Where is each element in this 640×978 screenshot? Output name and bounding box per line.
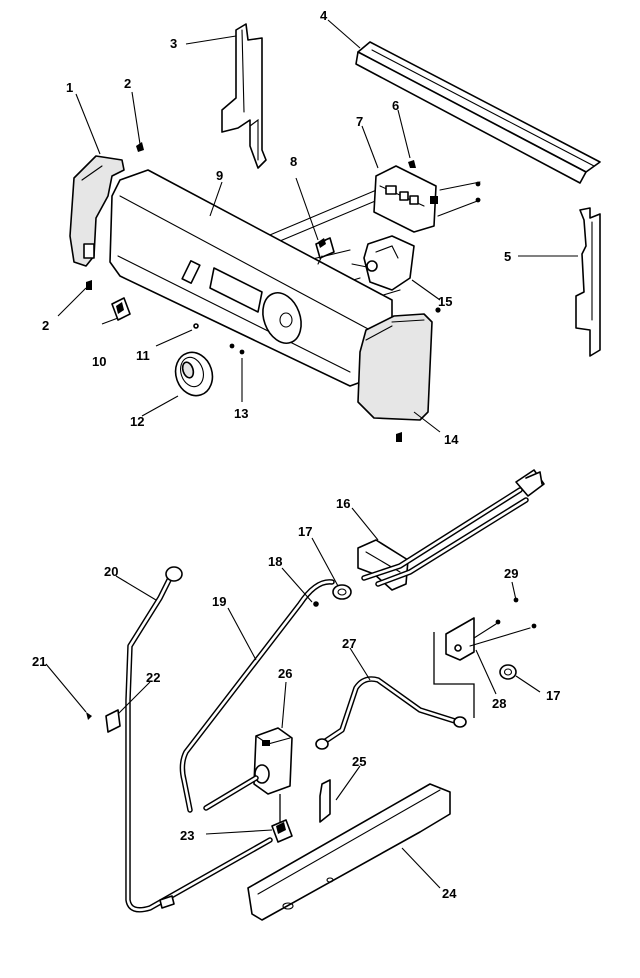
callout-19: 19 <box>212 594 226 609</box>
part-5-side-bracket <box>575 207 601 357</box>
part-15-thermostat <box>351 235 415 291</box>
callout-17-top: 17 <box>298 524 312 539</box>
callout-22: 22 <box>146 670 160 685</box>
callout-9: 9 <box>216 168 223 183</box>
callout-21: 21 <box>32 654 46 669</box>
callout-6: 6 <box>392 98 399 113</box>
callout-24: 24 <box>442 886 457 901</box>
part-24-bottom-bracket <box>247 783 451 921</box>
part-8-switch <box>315 237 335 265</box>
part-20-tube <box>125 566 273 913</box>
callout-8: 8 <box>290 154 297 169</box>
part-17-nut-lower <box>499 664 517 680</box>
gas-manifold-pipe <box>361 469 545 587</box>
part-9-backguard-panel <box>109 169 393 387</box>
callout-2-top: 2 <box>124 76 131 91</box>
part-28-bracket <box>433 617 531 718</box>
callout-15: 15 <box>438 294 452 309</box>
callout-20: 20 <box>104 564 118 579</box>
callout-23: 23 <box>180 828 194 843</box>
part-26-gas-valve <box>253 727 293 826</box>
part-12-knob <box>174 351 214 397</box>
callout-28: 28 <box>492 696 506 711</box>
part-22-clip <box>105 709 121 733</box>
part-25-bracket <box>319 779 331 823</box>
callout-5: 5 <box>504 249 511 264</box>
fasteners <box>86 142 537 720</box>
callout-18: 18 <box>268 554 282 569</box>
callout-7: 7 <box>356 114 363 129</box>
callout-17-bottom: 17 <box>546 688 560 703</box>
callout-25: 25 <box>352 754 366 769</box>
callout-13: 13 <box>234 406 248 421</box>
callout-4: 4 <box>320 8 328 23</box>
leader-lines <box>45 19 578 889</box>
part-19-tube <box>179 579 335 813</box>
part-27-tube <box>203 676 467 811</box>
part-17-nut-upper <box>332 584 352 600</box>
callout-1: 1 <box>66 80 73 95</box>
callout-numbers: 1 2 2 3 4 5 6 7 8 9 10 11 12 13 14 15 16… <box>32 8 560 901</box>
part-7-clock-module <box>373 165 438 233</box>
callout-2-bottom: 2 <box>42 318 49 333</box>
part-3-side-bracket <box>221 23 267 169</box>
callout-14: 14 <box>444 432 459 447</box>
callout-29: 29 <box>504 566 518 581</box>
callout-3: 3 <box>170 36 177 51</box>
part-14-right-end-cap <box>357 313 433 421</box>
callout-11: 11 <box>136 348 150 363</box>
part-1-left-end-cap <box>69 155 125 267</box>
callout-12: 12 <box>130 414 144 429</box>
part-10-rocker <box>111 297 131 321</box>
callout-16: 16 <box>336 496 350 511</box>
callout-27: 27 <box>342 636 356 651</box>
callout-26: 26 <box>278 666 292 681</box>
callout-10: 10 <box>92 354 106 369</box>
part-23-fitting <box>271 819 293 843</box>
part-4-top-trim <box>355 41 601 184</box>
